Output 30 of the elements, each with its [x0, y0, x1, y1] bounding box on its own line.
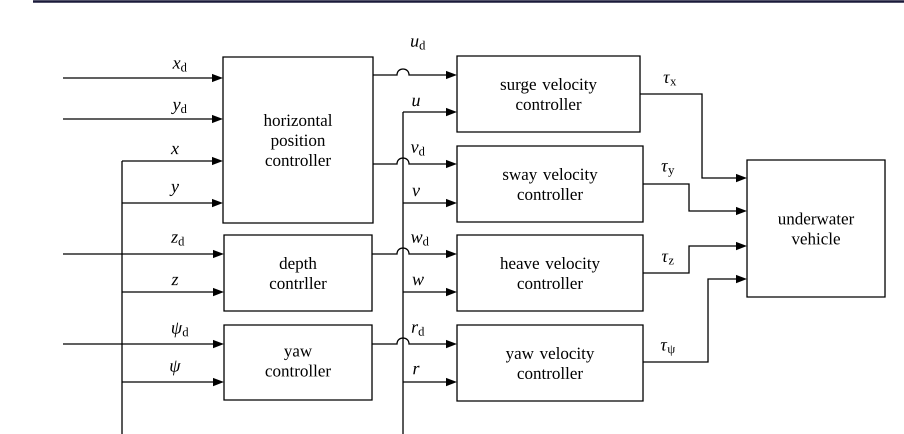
signal-label: y: [170, 184, 179, 196]
controller-box: depth contrller: [223, 234, 373, 312]
signal-label: ψ: [170, 360, 181, 376]
controller-box: surge velocity controller: [456, 55, 641, 133]
signal-label: z: [171, 276, 178, 286]
signal-label: τ$_{ψ}$: [660, 342, 676, 356]
controller-box: heave velocity controller: [456, 234, 644, 312]
signal-label: r: [413, 366, 420, 374]
controller-box: horizontal position controller: [222, 56, 374, 224]
signal-label: τ$_{x}$: [664, 74, 676, 86]
signal-label: u: [412, 98, 420, 106]
signal-label: x: [170, 146, 179, 154]
signal-label: u$_{d}$: [411, 38, 426, 50]
signal-label: z$_{d}$: [170, 234, 184, 246]
signal-label: w: [412, 276, 424, 286]
signal-label: τ$_{z}$: [662, 254, 674, 264]
signal-label: v: [412, 188, 420, 196]
controller-box: yaw velocity controller: [456, 324, 644, 402]
signal-label: ψ$_{d}$: [172, 322, 188, 338]
signal-label: x$_{d}$: [172, 60, 187, 72]
controller-box: underwater vehicle: [746, 159, 886, 298]
controller-box: yaw controller: [223, 324, 373, 401]
signal-label: w$_{d}$: [411, 234, 429, 246]
feedback-line: [402, 112, 404, 434]
signal-label: v$_{d}$: [410, 144, 425, 156]
controller-box: sway velocity controller: [456, 145, 644, 223]
signal-label: y$_{d}$: [171, 102, 187, 114]
feedback-line: [121, 161, 123, 434]
signal-label: r$_{d}$: [412, 324, 424, 336]
signal-label: τ$_{y}$: [662, 163, 674, 177]
